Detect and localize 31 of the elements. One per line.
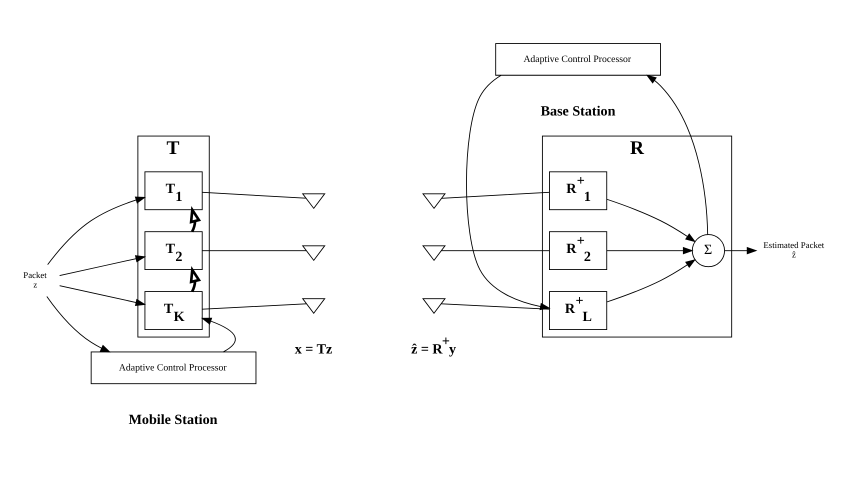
label: Mobile Station: [128, 412, 218, 428]
arrow: [646, 74, 708, 234]
arrow: [606, 198, 696, 242]
label: Base Station: [540, 103, 616, 120]
node-triangle: [302, 298, 326, 314]
node-triangle: [302, 244, 326, 261]
arrow: [59, 254, 146, 276]
node-triangle: [422, 192, 446, 209]
node-text: Estimated Packet ẑ: [763, 239, 824, 260]
arrow: [46, 296, 111, 352]
connector: [202, 191, 306, 198]
arrow: [201, 317, 236, 352]
node-triangle: [302, 192, 326, 209]
arrow: [190, 206, 202, 232]
arrow: [190, 265, 202, 292]
connector: [441, 191, 550, 198]
label: x = Tz: [294, 341, 332, 358]
arrow: [606, 246, 694, 254]
connector: [440, 250, 550, 251]
connector: [202, 250, 307, 251]
arrow: [724, 246, 758, 254]
arrow: [606, 258, 696, 302]
node-circle: Σ: [692, 234, 725, 267]
node-box: Adaptive Control Processor: [495, 42, 661, 76]
node-triangle: [422, 244, 446, 261]
connector: [202, 302, 307, 310]
arrow: [59, 284, 146, 306]
node-text: Packet z: [23, 269, 47, 290]
node-triangle: [422, 298, 446, 314]
arrow: [47, 196, 146, 265]
node-box: Adaptive Control Processor: [90, 351, 256, 384]
